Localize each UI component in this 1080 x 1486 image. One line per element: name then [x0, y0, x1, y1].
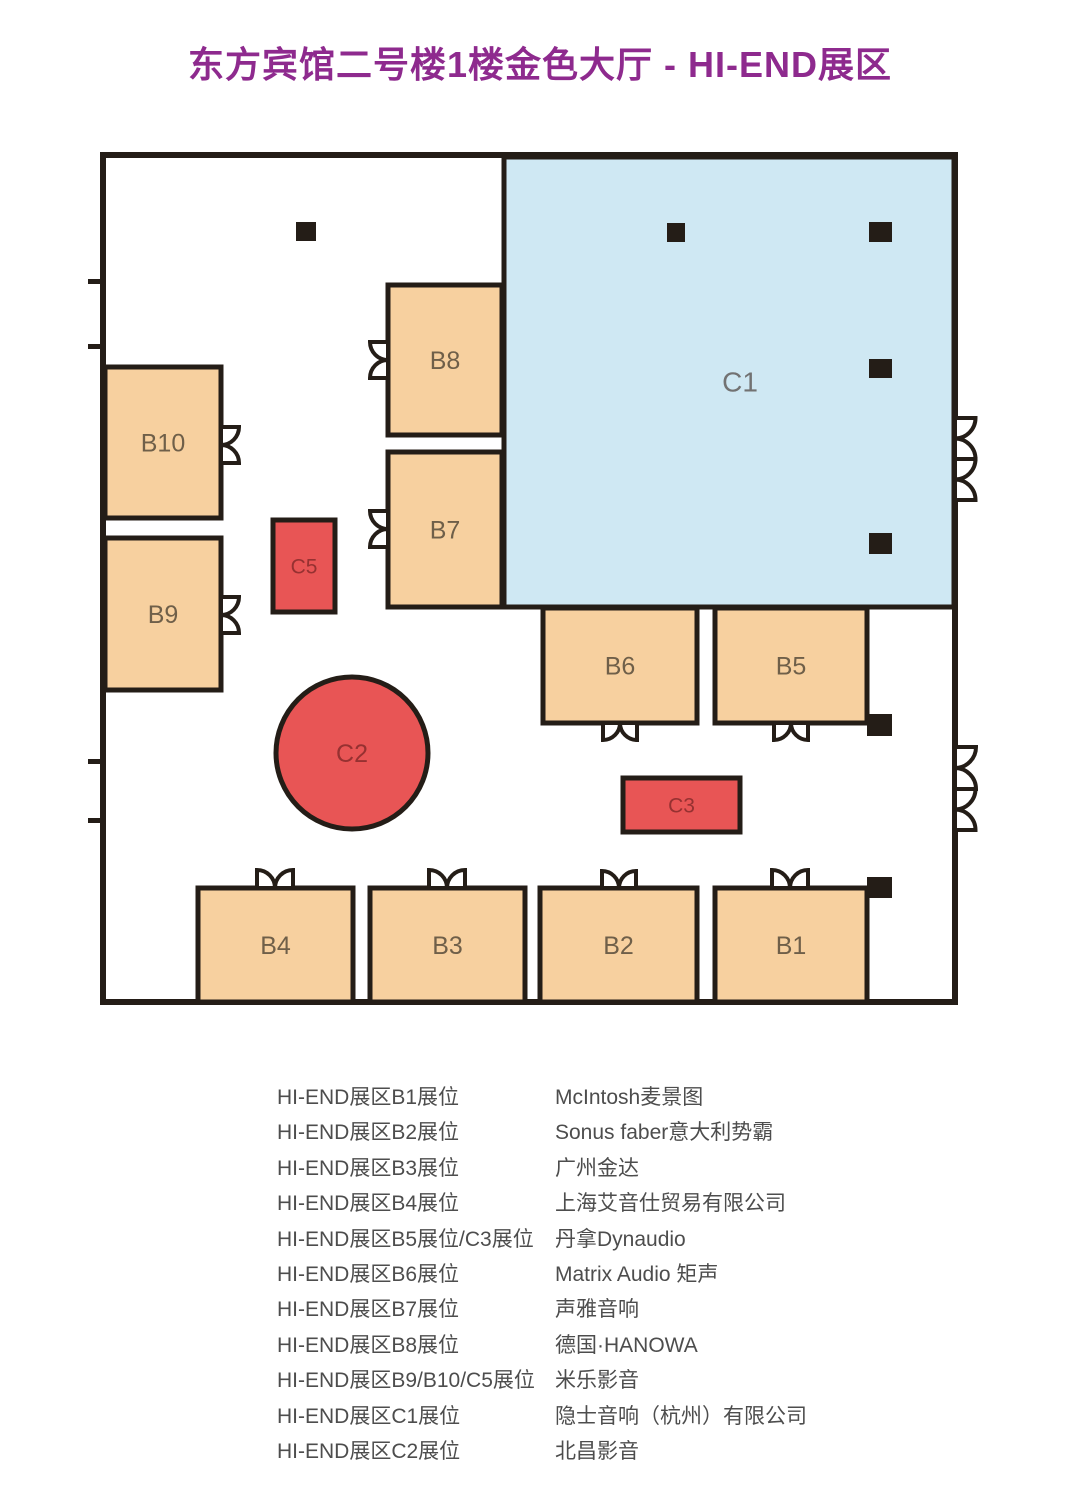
- door-b8-icon: [367, 340, 390, 380]
- wall-tick: [88, 279, 106, 284]
- booth-b8: [385, 282, 505, 438]
- pillar: [869, 533, 892, 554]
- legend-exhibitor-name: Matrix Audio 矩声: [555, 1262, 719, 1286]
- pillar: [667, 223, 685, 242]
- booth-label-b2: B2: [603, 932, 634, 960]
- door-east-lower-a-icon: [953, 745, 979, 791]
- booth-label-c5: C5: [291, 556, 318, 579]
- door-east-lower-b-icon: [953, 787, 978, 832]
- booth-b10: [102, 364, 224, 521]
- legend-booth-label: HI-END展区B5展位/C3展位: [277, 1227, 534, 1251]
- pillar: [296, 222, 316, 241]
- door-b1-icon: [770, 867, 810, 890]
- pillar: [869, 359, 892, 378]
- legend-booth-label: HI-END展区C1展位: [277, 1404, 461, 1428]
- legend: HI-END展区B1展位 McIntosh麦景图 HI-END展区B2展位 Sonus…: [277, 1080, 807, 1469]
- booth-label-b9: B9: [148, 601, 179, 629]
- legend-row: HI-END展区B9/B10/C5展位米乐影音: [277, 1363, 807, 1398]
- booth-label-b10: B10: [141, 430, 185, 458]
- wall-tick: [88, 344, 106, 349]
- door-b7-icon: [367, 509, 390, 549]
- booth-b4: [195, 885, 356, 1005]
- booth-label-b8: B8: [430, 347, 461, 375]
- legend-row: HI-END展区C2展位 北昌影音: [277, 1434, 807, 1469]
- legend-row: HI-END展区B1展位 McIntosh麦景图: [277, 1080, 807, 1115]
- legend-row: HI-END展区B5展位/C3展位丹拿Dynaudio: [277, 1222, 807, 1257]
- door-east-upper-b-icon: [953, 457, 978, 502]
- legend-booth-label: HI-END展区B9/B10/C5展位: [277, 1369, 535, 1393]
- booth-label-c2: C2: [336, 740, 368, 768]
- legend-exhibitor-name: 声雅音响: [555, 1298, 639, 1322]
- booth-b6: [540, 605, 700, 726]
- legend-booth-label: HI-END展区B2展位: [277, 1121, 460, 1145]
- legend-row: HI-END展区B6展位 Matrix Audio 矩声: [277, 1257, 807, 1292]
- legend-exhibitor-name: 北昌影音: [555, 1439, 639, 1463]
- legend-booth-label: HI-END展区B8展位: [277, 1333, 460, 1357]
- legend-booth-label: HI-END展区B1展位: [277, 1086, 460, 1109]
- door-b10-icon: [219, 425, 242, 465]
- legend-booth-label: HI-END展区B3展位: [277, 1156, 460, 1180]
- booth-b2: [537, 885, 700, 1005]
- booth-c2: [273, 674, 431, 832]
- legend-booth-label: HI-END展区B4展位: [277, 1192, 460, 1216]
- door-b2-icon: [600, 868, 638, 890]
- booth-c3: [620, 775, 743, 835]
- pillar: [867, 714, 892, 736]
- booth-label-b5: B5: [776, 653, 807, 681]
- legend-exhibitor-name: 米乐影音: [555, 1369, 639, 1393]
- door-b3-icon: [427, 867, 467, 890]
- hall-label-c1: C1: [722, 367, 758, 398]
- legend-exhibitor-name: Sonus faber意大利势霸: [555, 1121, 774, 1145]
- legend-exhibitor-name: McIntosh麦景图: [555, 1086, 704, 1109]
- booth-label-b7: B7: [430, 517, 461, 545]
- door-b5-icon: [772, 721, 810, 743]
- legend-booth-label: HI-END展区B7展位: [277, 1298, 460, 1322]
- legend-booth-label: HI-END展区C2展位: [277, 1439, 461, 1463]
- wall-tick: [88, 759, 106, 764]
- door-b6-icon: [601, 721, 639, 743]
- booth-label-b4: B4: [260, 932, 291, 960]
- legend-booth-label: HI-END展区B6展位: [277, 1262, 460, 1286]
- legend-row: HI-END展区B3展位 广州金达: [277, 1151, 807, 1186]
- legend-exhibitor-name: 隐士音响（杭州）有限公司: [555, 1404, 807, 1428]
- legend-exhibitor-name: 丹拿Dynaudio: [555, 1227, 686, 1251]
- legend-row: HI-END展区B8展位 德国·HANOWA: [277, 1328, 807, 1363]
- booth-b7: [385, 449, 505, 610]
- booth-b5: [712, 605, 870, 726]
- legend-row: HI-END展区B2展位 Sonus faber意大利势霸: [277, 1115, 807, 1150]
- legend-exhibitor-name: 上海艾音仕贸易有限公司: [555, 1192, 786, 1216]
- booth-label-b3: B3: [432, 932, 463, 960]
- legend-row: HI-END展区C1展位 隐士音响（杭州）有限公司: [277, 1399, 807, 1434]
- legend-row: HI-END展区B7展位 声雅音响: [277, 1292, 807, 1327]
- pillar: [869, 222, 892, 242]
- booth-label-c3: C3: [668, 795, 695, 818]
- door-b9-icon: [219, 595, 242, 635]
- pillar: [867, 877, 892, 898]
- page-title: 东方宾馆二号楼1楼金色大厅 - HI-END展区: [187, 44, 892, 85]
- booth-b1: [712, 885, 870, 1005]
- booth-label-b6: B6: [605, 653, 636, 681]
- booth-b9: [102, 535, 224, 693]
- legend-exhibitor-name: 德国·HANOWA: [555, 1333, 698, 1357]
- wall-tick: [88, 818, 106, 823]
- door-east-upper-a-icon: [953, 416, 978, 461]
- booth-label-b1: B1: [776, 932, 807, 960]
- door-b4-icon: [255, 867, 295, 890]
- booth-c5: [270, 517, 338, 615]
- legend-exhibitor-name: 广州金达: [555, 1156, 639, 1180]
- legend-row: HI-END展区B4展位 上海艾音仕贸易有限公司: [277, 1186, 807, 1221]
